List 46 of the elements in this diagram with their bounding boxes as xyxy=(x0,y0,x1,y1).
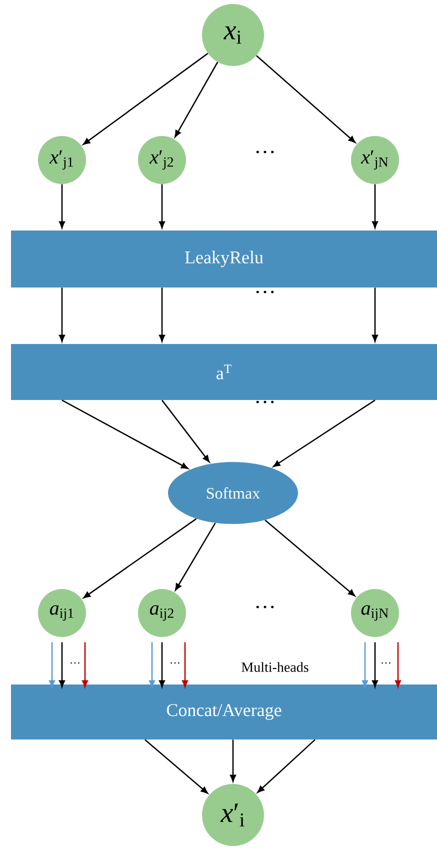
arrow xyxy=(82,52,208,145)
arrow xyxy=(161,400,210,462)
arrow xyxy=(372,642,378,688)
circle-node: a$_{ijN}$ xyxy=(351,589,399,637)
arrow xyxy=(62,400,188,470)
arrow xyxy=(372,184,378,228)
arrow xyxy=(395,642,401,688)
arrow xyxy=(182,642,188,688)
arrow xyxy=(59,642,65,688)
arrow xyxy=(362,642,368,688)
circle-node: x′$_{i}$ xyxy=(202,784,264,846)
circle-node: x′$_{j1}$ xyxy=(38,136,86,184)
arrow xyxy=(257,739,316,793)
arrow xyxy=(59,184,65,228)
arrow xyxy=(159,288,165,342)
circle-node: x$_{i}$ xyxy=(202,4,264,66)
arrow xyxy=(264,520,356,596)
layer-bar: a$^{T}$ xyxy=(11,344,437,400)
label-text: … xyxy=(256,400,274,404)
label-text: … xyxy=(256,290,274,294)
arrow xyxy=(372,288,378,342)
arrow xyxy=(82,642,88,688)
arrow xyxy=(175,522,216,591)
arrow xyxy=(83,518,197,598)
ellipse-node: Softmax xyxy=(168,462,298,524)
arrow xyxy=(273,400,376,468)
label-text: … xyxy=(382,662,390,664)
circle-node: a$_{ij2}$ xyxy=(138,589,186,637)
arrow xyxy=(159,184,165,228)
circle-node: x′$_{jN}$ xyxy=(351,136,399,184)
label-text: … xyxy=(256,606,274,608)
arrow xyxy=(174,62,218,138)
label-text: … xyxy=(256,150,274,154)
arrow xyxy=(256,55,356,143)
layer-bar: LeakyRelu xyxy=(11,230,437,288)
arrow xyxy=(144,739,208,794)
circle-node: x′$_{j2}$ xyxy=(138,136,186,184)
label-text: … xyxy=(170,662,180,664)
arrow xyxy=(149,642,155,688)
layer-bar: Concat/Average xyxy=(11,684,437,740)
arrow xyxy=(49,642,55,688)
arrow xyxy=(159,642,165,688)
circle-node: a$_{ij1}$ xyxy=(38,589,86,637)
arrow xyxy=(230,740,236,782)
label-text: … xyxy=(70,662,80,664)
arrow xyxy=(59,288,65,342)
